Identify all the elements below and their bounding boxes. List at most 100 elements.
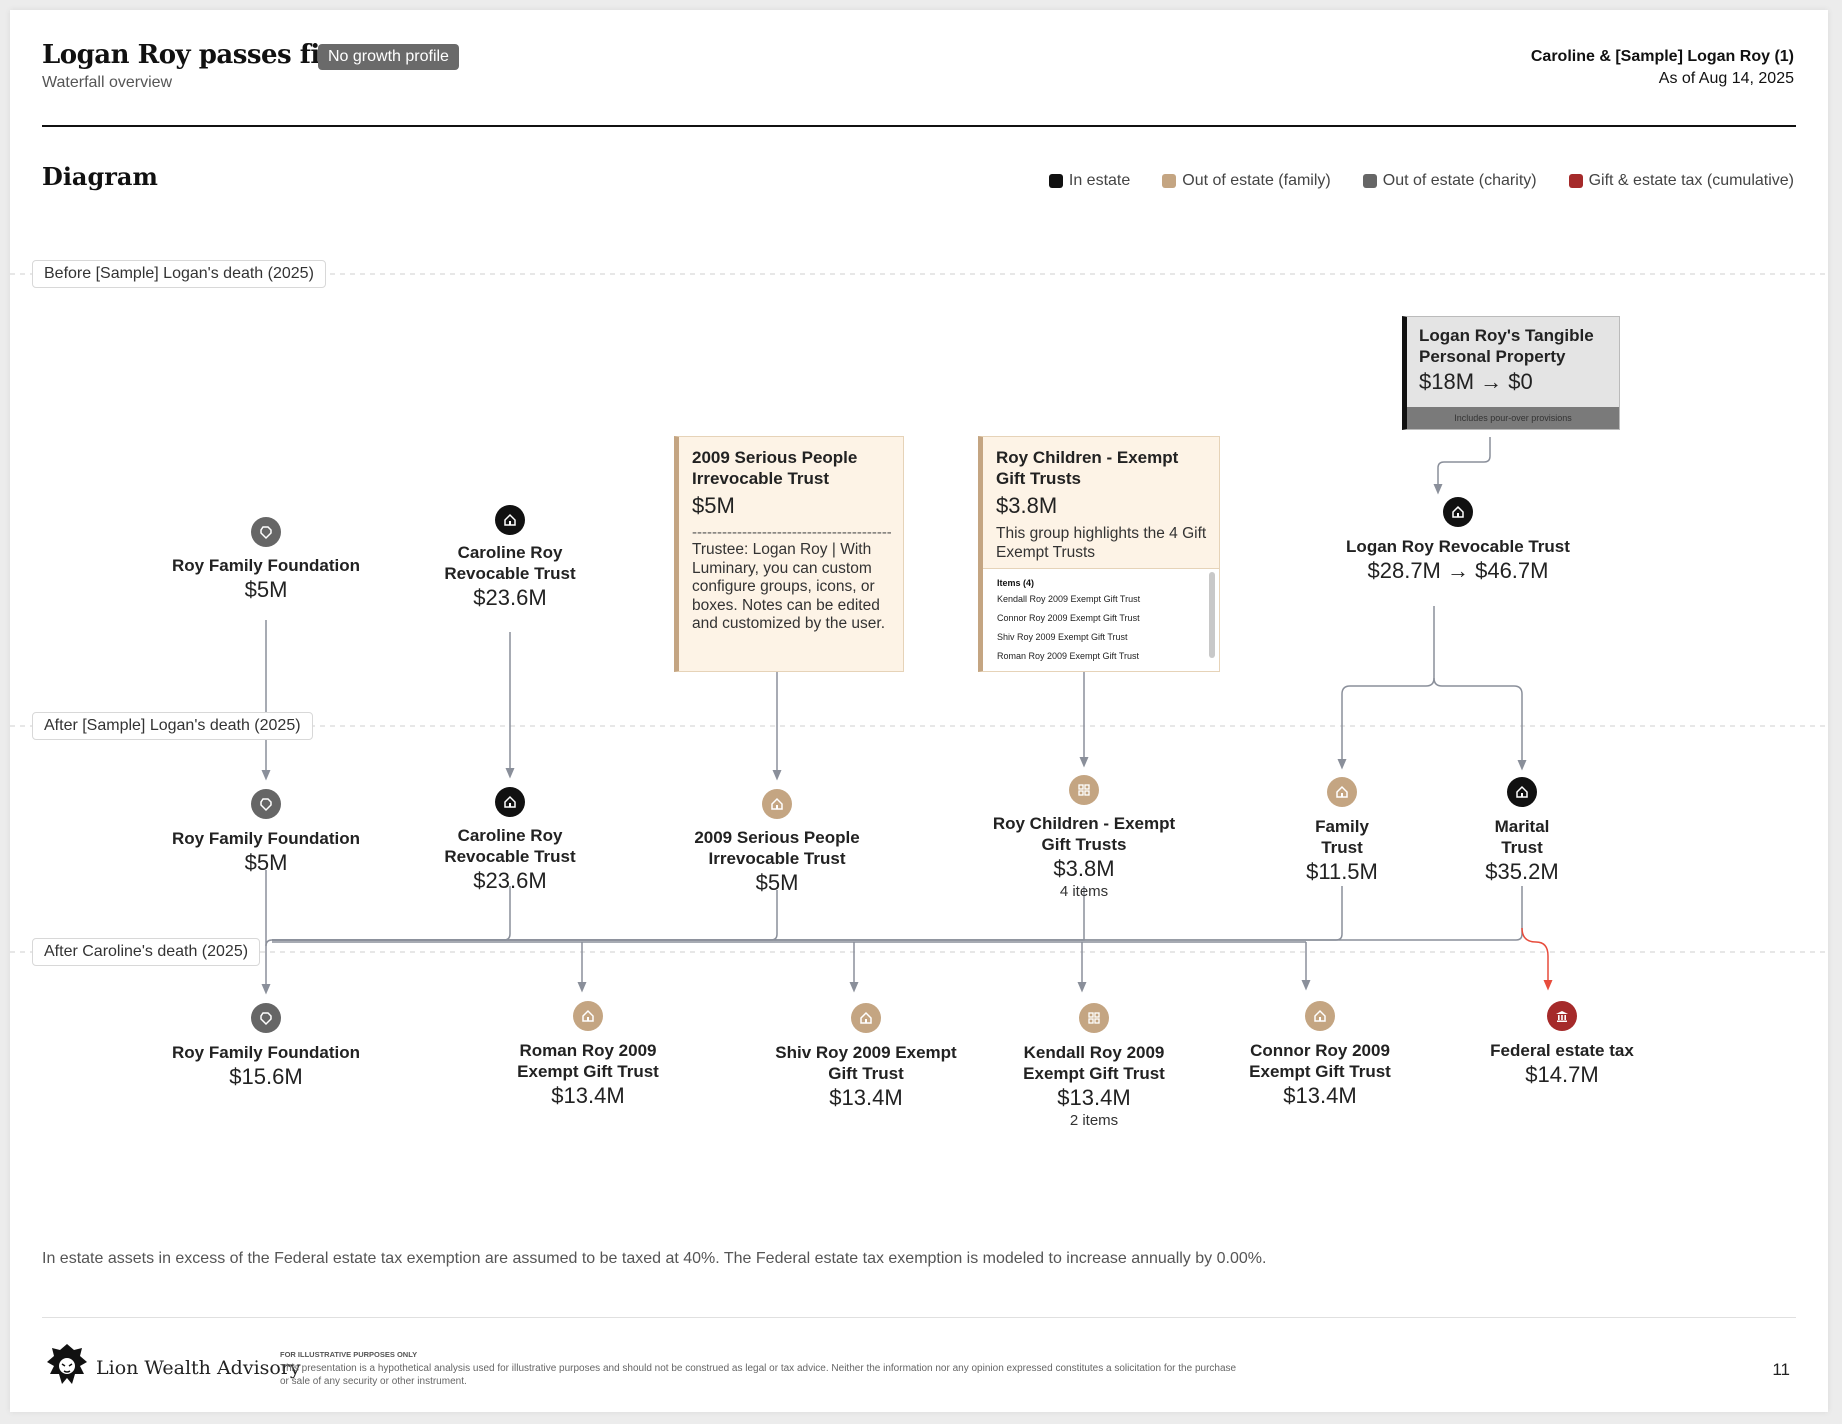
note-card-roy-children[interactable]: Roy Children - Exempt Gift Trusts $3.8M … [978,436,1220,672]
legend-label: In estate [1068,172,1131,189]
card-value: $3.8M [996,493,1058,518]
node-value: $11.5M [1306,859,1378,884]
node-value: $5M [244,850,288,875]
house-icon[interactable] [1507,777,1537,807]
pour-over-note: Includes pour-over provisions [1407,407,1619,429]
node-item-count: 4 items [1059,883,1109,900]
node-shiv-roy-trust[interactable]: Shiv Roy 2009 Exempt Gift Trust $13.4M [766,1042,966,1112]
items-header: Items (4) [997,578,1035,588]
group-grid-icon[interactable] [1079,1003,1109,1033]
node-value: $15.6M [229,1064,303,1089]
node-serious-people-trust-phase2[interactable]: 2009 Serious People Irrevocable Trust $5… [677,827,877,897]
node-kendall-roy-trust[interactable]: Kendall Roy 2009 Exempt Gift Trust $13.4… [1009,1042,1179,1129]
node-caroline-roy-revocable-trust-phase1[interactable]: Caroline Roy Revocable Trust $23.6M [430,542,590,612]
card-value: $18M → $0 [1419,369,1533,394]
node-roman-roy-trust[interactable]: Roman Roy 2009 Exempt Gift Trust $13.4M [508,1040,668,1110]
node-value: $13.4M [1283,1083,1357,1108]
node-name: Caroline Roy Revocable Trust [444,543,576,583]
disclaimer-heading: FOR ILLUSTRATIVE PURPOSES ONLY [280,1350,418,1359]
tangible-property-card[interactable]: Logan Roy's Tangible Personal Property $… [1402,316,1620,430]
legend-swatch [1362,174,1377,188]
list-item: Shiv Roy 2009 Exempt Gift Trust [997,632,1128,642]
card-title: Roy Children - Exempt Gift Trusts [996,448,1179,488]
growth-profile-badge: No growth profile [318,44,459,70]
node-marital-trust[interactable]: Marital Trust $35.2M [1477,816,1567,886]
node-value: $28.7M → $46.7M [1367,558,1549,583]
node-value: $23.6M [473,868,547,893]
house-icon[interactable] [1305,1001,1335,1031]
node-federal-estate-tax[interactable]: Federal estate tax $14.7M [1462,1040,1662,1089]
node-name: Caroline Roy Revocable Trust [444,826,576,866]
legend-label: Out of estate (charity) [1382,172,1537,189]
bank-icon[interactable] [1547,1001,1577,1031]
node-roy-family-foundation-phase3[interactable]: Roy Family Foundation $15.6M [172,1042,360,1091]
legend-swatch [1568,174,1583,188]
house-icon[interactable] [495,505,525,535]
phase-label-after-logan: After [Sample] Logan's death (2025) [32,712,313,740]
node-name: Logan Roy Revocable Trust [1346,537,1570,556]
house-icon[interactable] [573,1001,603,1031]
items-scrollbar[interactable] [1209,572,1215,658]
note-card-serious-people[interactable]: 2009 Serious People Irrevocable Trust $5… [674,436,904,672]
legend-swatch [1048,174,1063,188]
card-title: Logan Roy's Tangible Personal Property [1419,326,1594,366]
house-icon[interactable] [851,1003,881,1033]
house-icon[interactable] [1443,497,1473,527]
legend-swatch [1162,174,1177,188]
page: Logan Roy passes first No growth profile… [10,10,1828,1412]
node-family-trust[interactable]: Family Trust $11.5M [1297,816,1387,886]
legend: In estate Out of estate (family) Out of … [1048,172,1794,190]
legend-item-family: Out of estate (family) [1162,172,1331,190]
node-roy-children-trusts-phase2[interactable]: Roy Children - Exempt Gift Trusts $3.8M … [984,813,1184,900]
node-name: Federal estate tax [1490,1041,1634,1060]
page-subtitle: Waterfall overview [42,74,173,91]
node-roy-family-foundation-phase1[interactable]: Roy Family Foundation $5M [172,555,360,604]
card-divider: ----------------------------------------… [692,525,891,541]
node-logan-roy-revocable-trust[interactable]: Logan Roy Revocable Trust $28.7M → $46.7… [1328,536,1588,585]
node-name: Marital Trust [1494,817,1550,857]
items-list[interactable]: Items (4) Kendall Roy 2009 Exempt Gift T… [983,568,1219,671]
node-name: Shiv Roy 2009 Exempt Gift Trust [775,1043,957,1083]
legend-label: Gift & estate tax (cumulative) [1588,172,1794,189]
node-value: $13.4M [1057,1085,1131,1110]
node-name: Roman Roy 2009 Exempt Gift Trust [517,1041,659,1081]
group-grid-icon[interactable] [1069,775,1099,805]
card-value: $5M [692,493,735,518]
legend-item-in-estate: In estate [1048,172,1131,190]
charity-icon[interactable] [251,1003,281,1033]
node-name: Roy Family Foundation [172,1043,360,1062]
node-name: Connor Roy 2009 Exempt Gift Trust [1249,1041,1391,1081]
client-name: Caroline & [Sample] Logan Roy (1) [1530,48,1794,65]
node-value: $13.4M [829,1085,903,1110]
page-title: Logan Roy passes first [42,40,359,70]
list-item: Connor Roy 2009 Exempt Gift Trust [997,613,1140,623]
page-number: 11 [1772,1360,1790,1379]
legend-label: Out of estate (family) [1182,172,1331,189]
charity-icon[interactable] [251,789,281,819]
as-of-date: As of Aug 14, 2025 [1658,70,1794,87]
card-note: Trustee: Logan Roy | With Luminary, you … [692,541,886,632]
footer-divider [42,1317,1796,1318]
node-value: $3.8M [1053,856,1115,881]
lion-logo-icon [47,1344,87,1384]
diagram-connectors [10,273,1828,995]
node-name: Roy Children - Exempt Gift Trusts [992,814,1176,854]
house-icon[interactable] [495,787,525,817]
node-roy-family-foundation-phase2[interactable]: Roy Family Foundation $5M [172,828,360,877]
legend-item-tax: Gift & estate tax (cumulative) [1568,172,1794,190]
tax-assumption-footnote: In estate assets in excess of the Federa… [42,1250,1267,1267]
house-icon[interactable] [1327,777,1357,807]
node-value: $35.2M [1485,859,1559,884]
list-item: Kendall Roy 2009 Exempt Gift Trust [997,594,1141,604]
node-value: $23.6M [473,585,547,610]
disclaimer-text: This presentation is a hypothetical anal… [280,1363,1237,1387]
node-name: Kendall Roy 2009 Exempt Gift Trust [1023,1043,1165,1083]
house-icon[interactable] [762,789,792,819]
node-caroline-roy-revocable-trust-phase2[interactable]: Caroline Roy Revocable Trust $23.6M [430,825,590,895]
phase-label-after-caroline: After Caroline's death (2025) [32,938,261,966]
node-connor-roy-trust[interactable]: Connor Roy 2009 Exempt Gift Trust $13.4M [1240,1040,1400,1110]
charity-icon[interactable] [251,517,281,547]
node-name: 2009 Serious People Irrevocable Trust [694,828,860,868]
node-value: $14.7M [1525,1062,1599,1087]
node-name: Family Trust [1315,817,1369,857]
